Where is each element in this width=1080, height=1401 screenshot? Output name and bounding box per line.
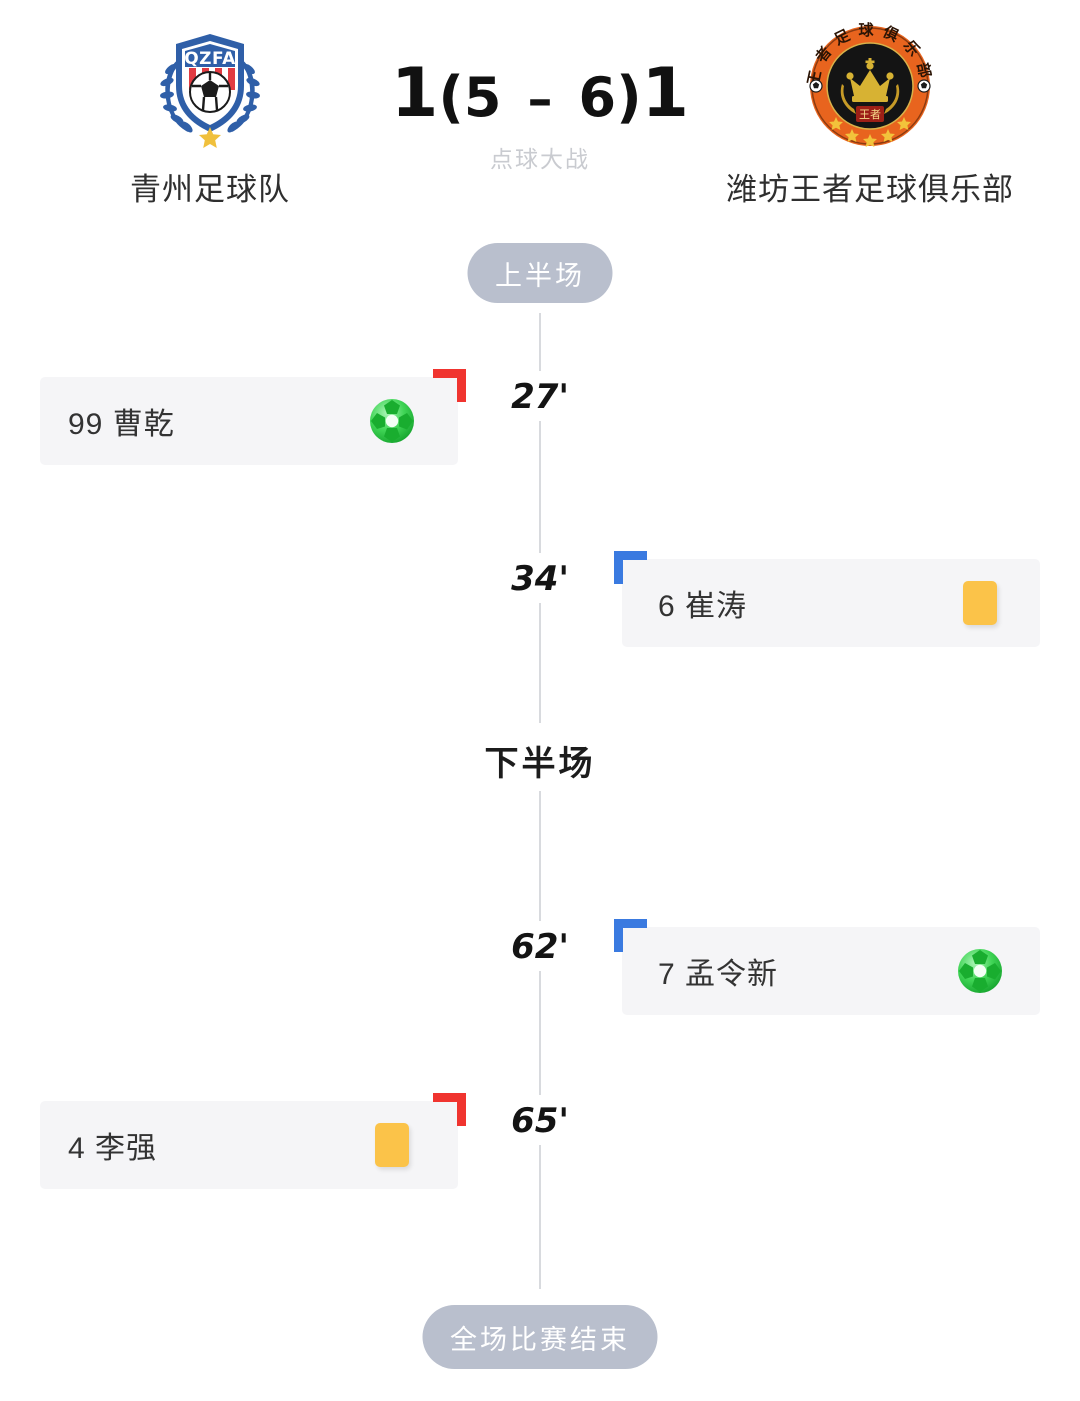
event-minute: 62' — [501, 923, 579, 971]
timeline-spine-segment — [539, 781, 541, 921]
home-team-block: QZFA 青州足球队 — [45, 0, 375, 209]
qzfa-shield-icon: QZFA — [160, 34, 260, 148]
event-minute: 27' — [501, 373, 579, 421]
timeline-spine-segment — [539, 313, 541, 371]
open-paren: ( — [438, 65, 464, 130]
away-team-name: 潍坊王者足球俱乐部 — [726, 172, 1014, 207]
close-paren: ) — [616, 65, 642, 130]
away-team-logo: 王者足球俱乐部 — [806, 22, 934, 150]
score-dash: – — [527, 70, 553, 128]
score-area: 1(5–6)1 点球大战 — [330, 60, 750, 174]
match-header: QZFA 青州足球队 1(5–6)1 点球 — [0, 0, 1080, 225]
second-half-label: 下半场 — [470, 730, 610, 791]
weifang-king-circular-icon: 王者足球俱乐部 — [806, 22, 931, 147]
timeline-spine-segment — [539, 965, 541, 1095]
event-player-label: 4 李强 — [68, 1132, 158, 1165]
home-corner-marker-icon — [433, 1093, 466, 1126]
full-time-pill: 全场比赛结束 — [422, 1305, 658, 1369]
timeline-event-card[interactable]: 7 孟令新 — [614, 919, 1040, 1015]
match-timeline: 上半场 下半场 全场比赛结束 27' 34' 62' 65' 99 曹乾 — [0, 225, 1080, 1401]
soccer-ball-goal-icon — [366, 395, 418, 447]
event-player-label: 7 孟令新 — [658, 958, 779, 991]
timeline-event-card[interactable]: 6 崔涛 — [614, 551, 1040, 647]
soccer-ball-goal-icon — [954, 945, 1006, 997]
event-minute: 65' — [501, 1097, 579, 1145]
away-penalties: 6 — [578, 66, 617, 129]
home-goals: 1 — [391, 54, 439, 133]
first-half-pill: 上半场 — [467, 243, 613, 303]
shootout-label: 点球大战 — [490, 146, 590, 172]
score-line: 1(5–6)1 — [330, 60, 750, 128]
home-team-logo: QZFA — [146, 22, 274, 150]
svg-text:QZFA: QZFA — [184, 49, 236, 69]
yellow-card-icon — [366, 1119, 418, 1171]
timeline-event-card[interactable]: 99 曹乾 — [40, 369, 466, 465]
timeline-spine-segment — [539, 1139, 541, 1289]
event-player-label: 6 崔涛 — [658, 590, 748, 623]
away-goals: 1 — [641, 54, 689, 133]
away-team-block: 王者足球俱乐部 — [705, 0, 1035, 209]
yellow-card-icon — [954, 577, 1006, 629]
away-corner-marker-icon — [614, 551, 647, 584]
timeline-spine-segment — [539, 597, 541, 723]
home-corner-marker-icon — [433, 369, 466, 402]
event-minute: 34' — [501, 555, 579, 603]
home-team-name: 青州足球队 — [130, 172, 290, 207]
home-penalties: 5 — [463, 66, 502, 129]
away-corner-marker-icon — [614, 919, 647, 952]
svg-text:王者: 王者 — [859, 108, 881, 121]
timeline-event-card[interactable]: 4 李强 — [40, 1093, 466, 1189]
timeline-spine-segment — [539, 417, 541, 553]
event-player-label: 99 曹乾 — [68, 408, 175, 441]
